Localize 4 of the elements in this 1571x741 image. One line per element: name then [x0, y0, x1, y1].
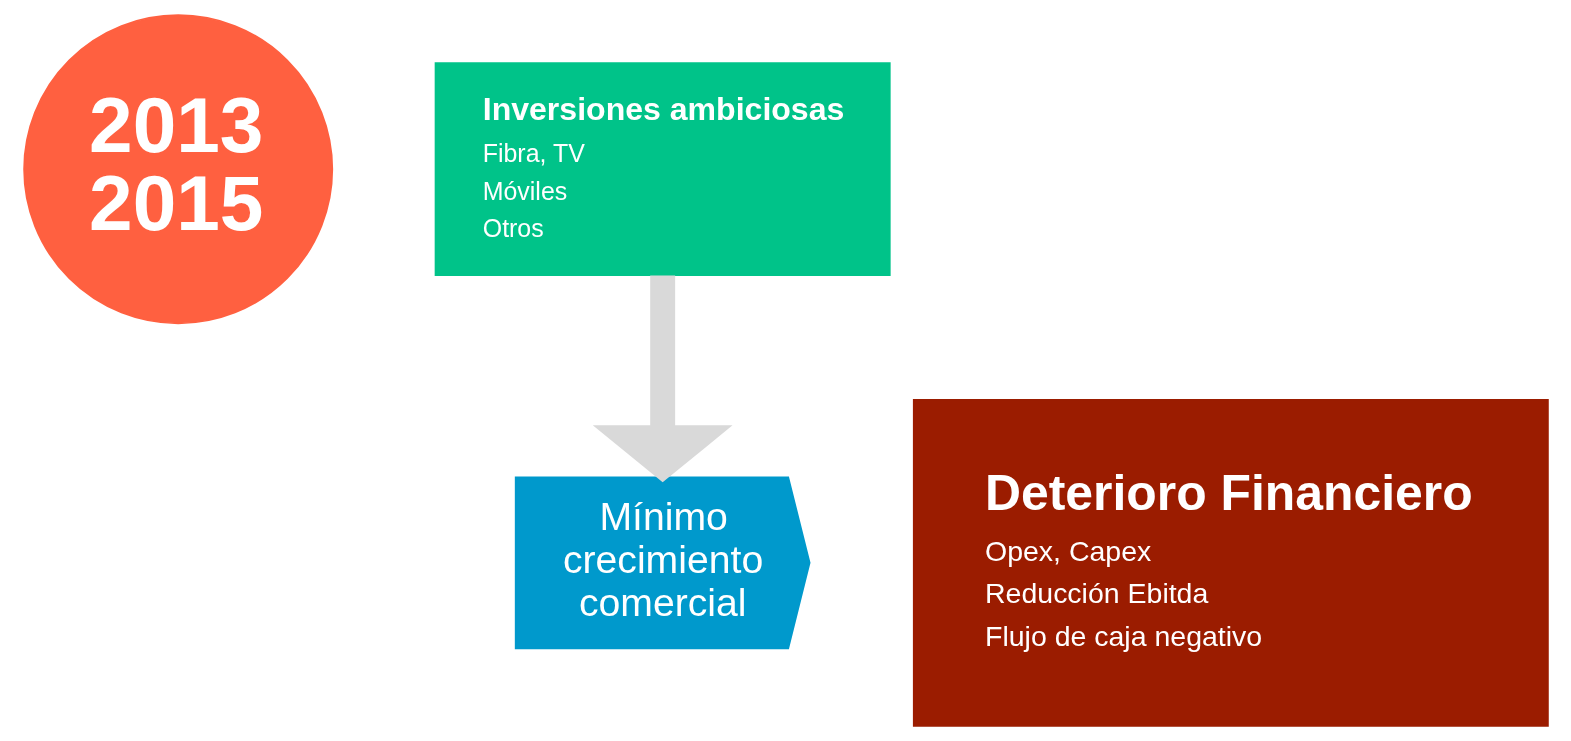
node-circle: 2013 2015 — [22, 14, 333, 325]
node-box: Deterioro Financiero Opex, Capex Reducción Ebitda Flujo de caja negativo — [912, 399, 1549, 727]
arrow — [592, 275, 733, 483]
node-box: Inversiones ambiciosas Fibra, TV Móviles Otros — [434, 62, 891, 277]
